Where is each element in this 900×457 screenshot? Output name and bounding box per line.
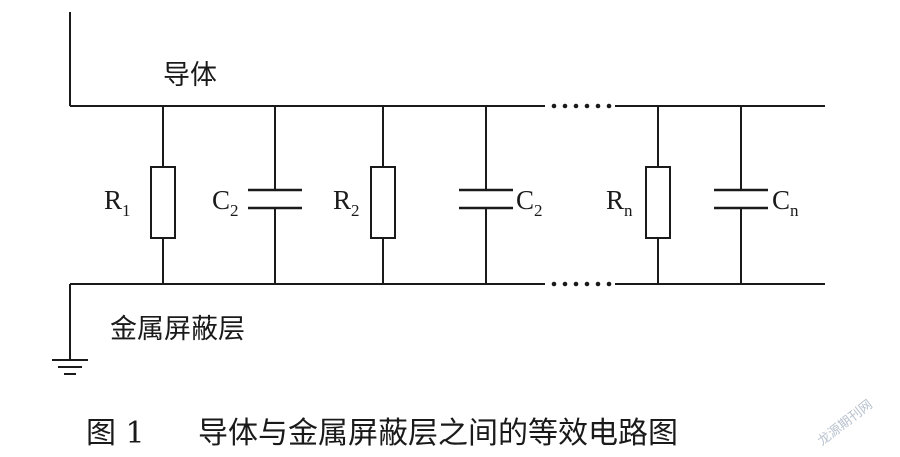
resistor-rn: Rn xyxy=(606,106,671,284)
conductor-label: 导体 xyxy=(163,60,217,91)
ellipsis-dots-top xyxy=(551,103,612,109)
resistor-r1-label: R1 xyxy=(104,185,131,220)
ellipsis-dots-bottom xyxy=(551,281,612,287)
figure-number: 图 1 xyxy=(86,416,145,451)
ground-icon xyxy=(52,359,88,375)
resistor-r2: R2 xyxy=(333,106,396,284)
resistor-rn-label: Rn xyxy=(606,185,633,220)
capacitor-cn: Cn xyxy=(714,106,799,284)
capacitor-c2-a-label: C2 xyxy=(212,185,239,220)
capacitor-cn-label: Cn xyxy=(772,185,799,220)
figure-caption: 导体与金属屏蔽层之间的等效电路图 xyxy=(198,416,678,451)
capacitor-c2-b-label: C2 xyxy=(516,185,543,220)
watermark: 龙源期刊网 xyxy=(815,397,875,449)
resistor-r1: R1 xyxy=(104,106,176,284)
resistor-r2-label: R2 xyxy=(333,185,360,220)
conductor-bus xyxy=(69,12,825,107)
shield-label: 金属屏蔽层 xyxy=(110,314,245,345)
shield-bus xyxy=(69,283,825,360)
capacitor-c2-b: C2 xyxy=(459,106,543,284)
capacitor-c2-a: C2 xyxy=(212,106,302,284)
